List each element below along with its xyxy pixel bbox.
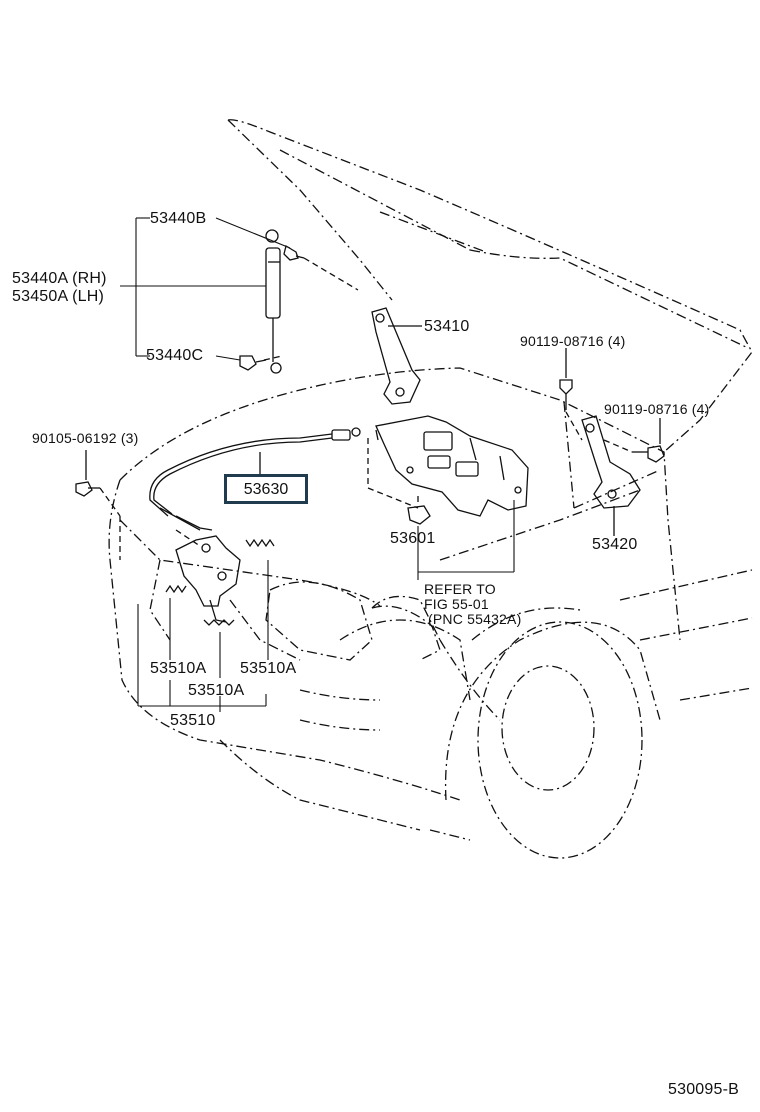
label-53510: 53510	[170, 712, 216, 729]
bolt-53440c	[239, 355, 267, 371]
figure-id: 530095-B	[668, 1081, 739, 1098]
label-53410: 53410	[424, 318, 470, 335]
headlamp	[265, 581, 441, 661]
dashed-guides-right	[565, 411, 633, 453]
leaders-lock	[137, 560, 269, 712]
label-refer-fig: FIG 55-01	[424, 596, 489, 612]
spring-left	[165, 584, 187, 594]
hood-lock-bracket	[375, 415, 529, 517]
hood-outline	[227, 119, 753, 453]
label-53440a: 53440A (RH)	[12, 270, 107, 287]
label-refer-pnc: (PNC 55432A)	[428, 611, 522, 627]
spring-lower	[203, 619, 235, 626]
hood-lock-53510	[175, 515, 241, 623]
hood-hinge-53420	[581, 415, 641, 536]
front-wheel	[429, 607, 661, 859]
hood-hinge-53410	[371, 307, 422, 405]
label-53510a-left: 53510A	[150, 660, 207, 677]
leaders-strut	[120, 217, 291, 361]
label-90119-lower: 90119-08716 (4)	[604, 401, 710, 417]
label-53450a: 53450A (LH)	[12, 288, 105, 305]
bolt-53440b	[283, 244, 305, 261]
label-53440c: 53440C	[146, 347, 204, 364]
hood-support-strut	[265, 229, 282, 374]
bolt-90119-lower	[632, 418, 665, 463]
label-53440b: 53440B	[150, 210, 207, 227]
label-90105: 90105-06192 (3)	[32, 430, 139, 446]
label-refer-to: REFER TO	[424, 581, 496, 597]
leaders-center	[417, 500, 515, 580]
label-53420: 53420	[592, 536, 638, 553]
label-53510a-center: 53510A	[188, 682, 245, 699]
spring-upper	[245, 538, 275, 548]
car-body-outline	[108, 367, 753, 831]
label-53630: 53630	[243, 481, 289, 498]
label-53510a-right: 53510A	[240, 660, 297, 677]
highlight-box-53630[interactable]: 53630	[224, 474, 308, 504]
clip-53601	[407, 505, 431, 525]
hood-release-cable	[149, 427, 361, 531]
dashed-guides-center	[367, 438, 419, 509]
dashed-guides-strut	[263, 257, 359, 361]
label-90119-upper: 90119-08716 (4)	[520, 333, 626, 349]
bolt-90105	[75, 450, 100, 497]
label-53601: 53601	[390, 530, 436, 547]
dashed-guides-left	[99, 487, 201, 560]
bolt-90119-upper	[559, 348, 573, 410]
